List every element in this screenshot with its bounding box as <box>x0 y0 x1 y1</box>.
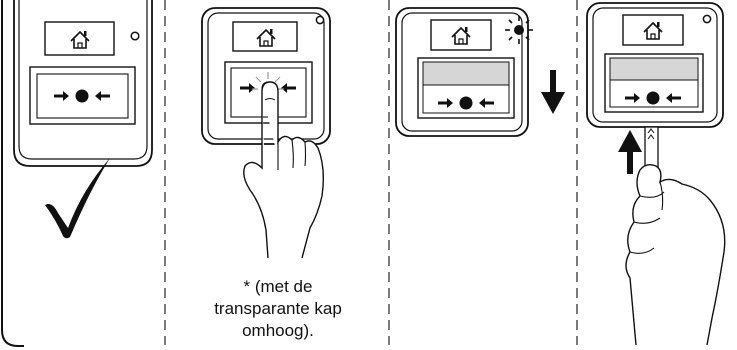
finger-hand <box>243 81 325 259</box>
frame-border <box>1 0 24 347</box>
step-1 <box>13 0 153 239</box>
led-sun-icon <box>505 16 533 44</box>
arrow-up-icon <box>618 130 642 174</box>
checkmark-icon <box>45 158 110 239</box>
caption-line-3: omhoog). <box>242 321 314 340</box>
reset-key <box>644 126 659 168</box>
caption-line-1: * (met de <box>243 277 313 296</box>
step-4 <box>586 2 726 346</box>
popped-window <box>609 57 699 81</box>
arrow-down-icon <box>541 70 565 114</box>
step-3 <box>395 7 565 137</box>
hand <box>625 163 726 346</box>
caption: * (met de transparante kap omhoog). <box>178 276 378 342</box>
popped-window <box>422 61 510 86</box>
label-window <box>430 19 492 51</box>
led-icon <box>130 31 140 41</box>
label-window <box>622 14 684 46</box>
step-2 <box>201 7 331 259</box>
led-icon <box>702 14 712 24</box>
led-icon <box>315 15 325 25</box>
caption-line-2: transparante kap <box>214 299 342 318</box>
press-burst <box>252 72 284 90</box>
label-window <box>44 21 115 56</box>
